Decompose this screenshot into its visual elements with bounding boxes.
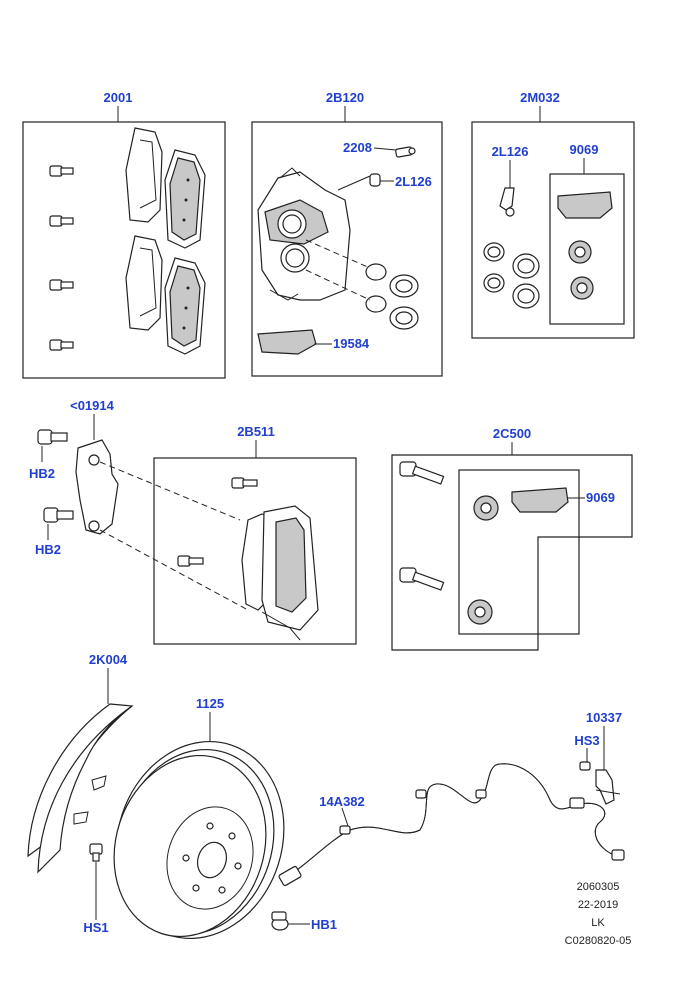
seal-kit-group: 2M032 2L126 9069 bbox=[471, 90, 635, 339]
label-grease-kit[interactable]: 9069 bbox=[570, 142, 599, 157]
label-sensor[interactable]: 14A382 bbox=[319, 794, 365, 809]
wear-sensor: 14A382 bbox=[278, 763, 625, 887]
bleed-cap bbox=[499, 187, 515, 217]
guide-pin-box bbox=[391, 454, 633, 651]
guide-pin-group: 2C500 9069 bbox=[391, 426, 633, 651]
label-bleed-cap-kit[interactable]: 2L126 bbox=[492, 144, 529, 159]
grease-sachet bbox=[257, 329, 317, 355]
hs1-bolt: HS1 bbox=[83, 843, 109, 935]
guide-boot bbox=[568, 240, 594, 300]
label-hb1[interactable]: HB1 bbox=[311, 917, 337, 932]
footer-line1: 2060305 bbox=[577, 881, 620, 893]
seal-kit-inner-box bbox=[549, 173, 625, 325]
label-hb2-upper[interactable]: HB2 bbox=[29, 466, 55, 481]
guide-pin-inner-box bbox=[458, 469, 580, 635]
bleed-cap bbox=[369, 173, 381, 187]
label-grease-guide[interactable]: 9069 bbox=[586, 490, 615, 505]
carrier-group-box bbox=[153, 457, 357, 645]
label-carrier[interactable]: 2B511 bbox=[237, 424, 275, 439]
label-hs1[interactable]: HS1 bbox=[83, 920, 108, 935]
brake-pad bbox=[125, 127, 206, 249]
brake-disc: 1125 bbox=[113, 696, 285, 940]
label-grease-caliper[interactable]: 19584 bbox=[333, 336, 370, 351]
label-seal-kit[interactable]: 2M032 bbox=[520, 90, 560, 105]
label-hb2-lower[interactable]: HB2 bbox=[35, 542, 61, 557]
carrier-bolt bbox=[177, 477, 258, 567]
pads-group-box bbox=[22, 121, 226, 379]
label-hs3[interactable]: HS3 bbox=[574, 733, 599, 748]
grease-sachet bbox=[557, 191, 613, 219]
label-shield[interactable]: 2K004 bbox=[89, 652, 128, 667]
wear-indicator-group: <01914 HB2 HB2 bbox=[29, 398, 249, 611]
label-pads[interactable]: 2001 bbox=[104, 90, 133, 105]
grease-sachet bbox=[511, 487, 569, 513]
label-guide-pins[interactable]: 2C500 bbox=[493, 426, 531, 441]
splash-shield: 2K004 bbox=[27, 652, 134, 874]
caliper-group-box bbox=[251, 121, 443, 377]
label-caliper[interactable]: 2B120 bbox=[326, 90, 364, 105]
hb2-bolt bbox=[37, 429, 74, 523]
caliper-body bbox=[257, 167, 351, 301]
pad-wear-plate bbox=[75, 439, 119, 535]
guide-pin bbox=[399, 461, 445, 591]
label-wear-part[interactable]: <01914 bbox=[70, 398, 115, 413]
footer-line2: 22-2019 bbox=[578, 899, 618, 911]
label-bracket[interactable]: 10337 bbox=[586, 710, 622, 725]
piston-seal bbox=[365, 263, 419, 330]
hb1-screw: HB1 bbox=[271, 911, 337, 932]
carrier-group: 2B511 bbox=[153, 424, 357, 645]
label-disc[interactable]: 1125 bbox=[196, 696, 224, 711]
pads-group: 2001 bbox=[22, 90, 226, 379]
footer-line3: LK bbox=[591, 917, 605, 929]
pad-bolt bbox=[49, 165, 74, 351]
caliper-group: 2B120 2208 2L126 19584 bbox=[251, 90, 443, 377]
label-bleed-cap-caliper[interactable]: 2L126 bbox=[395, 174, 432, 189]
label-bleed-screw[interactable]: 2208 bbox=[343, 140, 372, 155]
caliper-carrier bbox=[241, 505, 319, 641]
brake-pad bbox=[125, 235, 206, 355]
bleed-screw bbox=[395, 146, 416, 158]
disc-stud-hole bbox=[182, 822, 242, 894]
diagram-footer: 2060305 22-2019 LK C0280820-05 bbox=[565, 881, 632, 947]
seal-kit-box bbox=[471, 121, 635, 339]
footer-line4: C0280820-05 bbox=[565, 935, 632, 947]
sensor-bracket: 10337 HS3 bbox=[574, 710, 622, 805]
seal-ring bbox=[483, 242, 540, 309]
guide-boot bbox=[467, 495, 499, 625]
